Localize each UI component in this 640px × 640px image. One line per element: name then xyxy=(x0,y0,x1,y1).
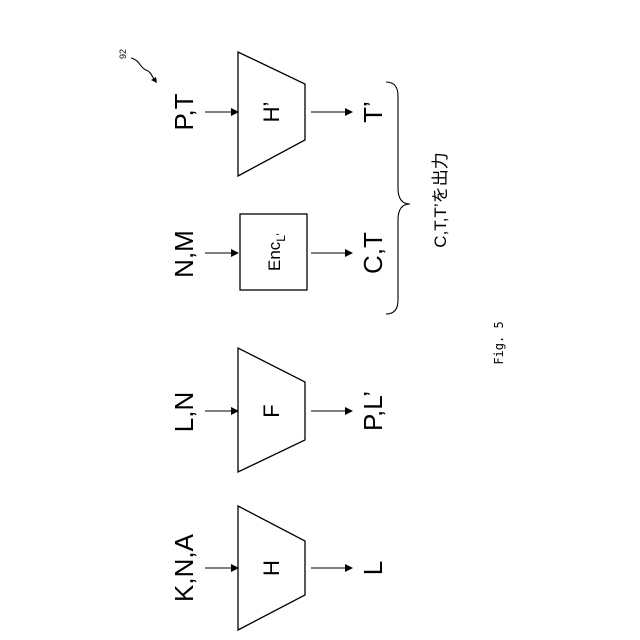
output-label-c-t: C,T xyxy=(358,232,388,274)
column-f: L,N F P,L’ xyxy=(169,348,388,472)
bracket-label: C,T,T’を出力 xyxy=(431,152,450,247)
reference-leader xyxy=(131,58,155,80)
block-label-f: F xyxy=(259,404,284,417)
figure-caption: Fig. 5 xyxy=(492,321,506,364)
input-label-k-n-a: K,N,A xyxy=(169,533,199,602)
reference-arrowhead xyxy=(151,77,157,83)
grouping-brace xyxy=(386,82,410,314)
column-enc: N,M EncL’ C,T xyxy=(169,214,388,290)
input-label-l-n: L,N xyxy=(169,392,199,432)
block-label-h: H xyxy=(259,560,284,576)
block-label-enc-subscript: L’ xyxy=(274,233,288,242)
input-label-n-m: N,M xyxy=(169,230,199,278)
reference-number: 92 xyxy=(118,49,128,59)
output-label-p-l-prime: P,L’ xyxy=(358,391,388,431)
block-label-enc-main: Enc xyxy=(265,241,284,271)
output-label-l: L xyxy=(358,561,388,575)
output-label-t-prime: T’ xyxy=(358,101,388,123)
column-h: K,N,A H L xyxy=(169,506,388,630)
column-h-prime: P,T H’ T’ xyxy=(169,52,388,176)
input-label-p-t: P,T xyxy=(169,93,199,130)
block-label-h-prime: H’ xyxy=(259,102,284,123)
